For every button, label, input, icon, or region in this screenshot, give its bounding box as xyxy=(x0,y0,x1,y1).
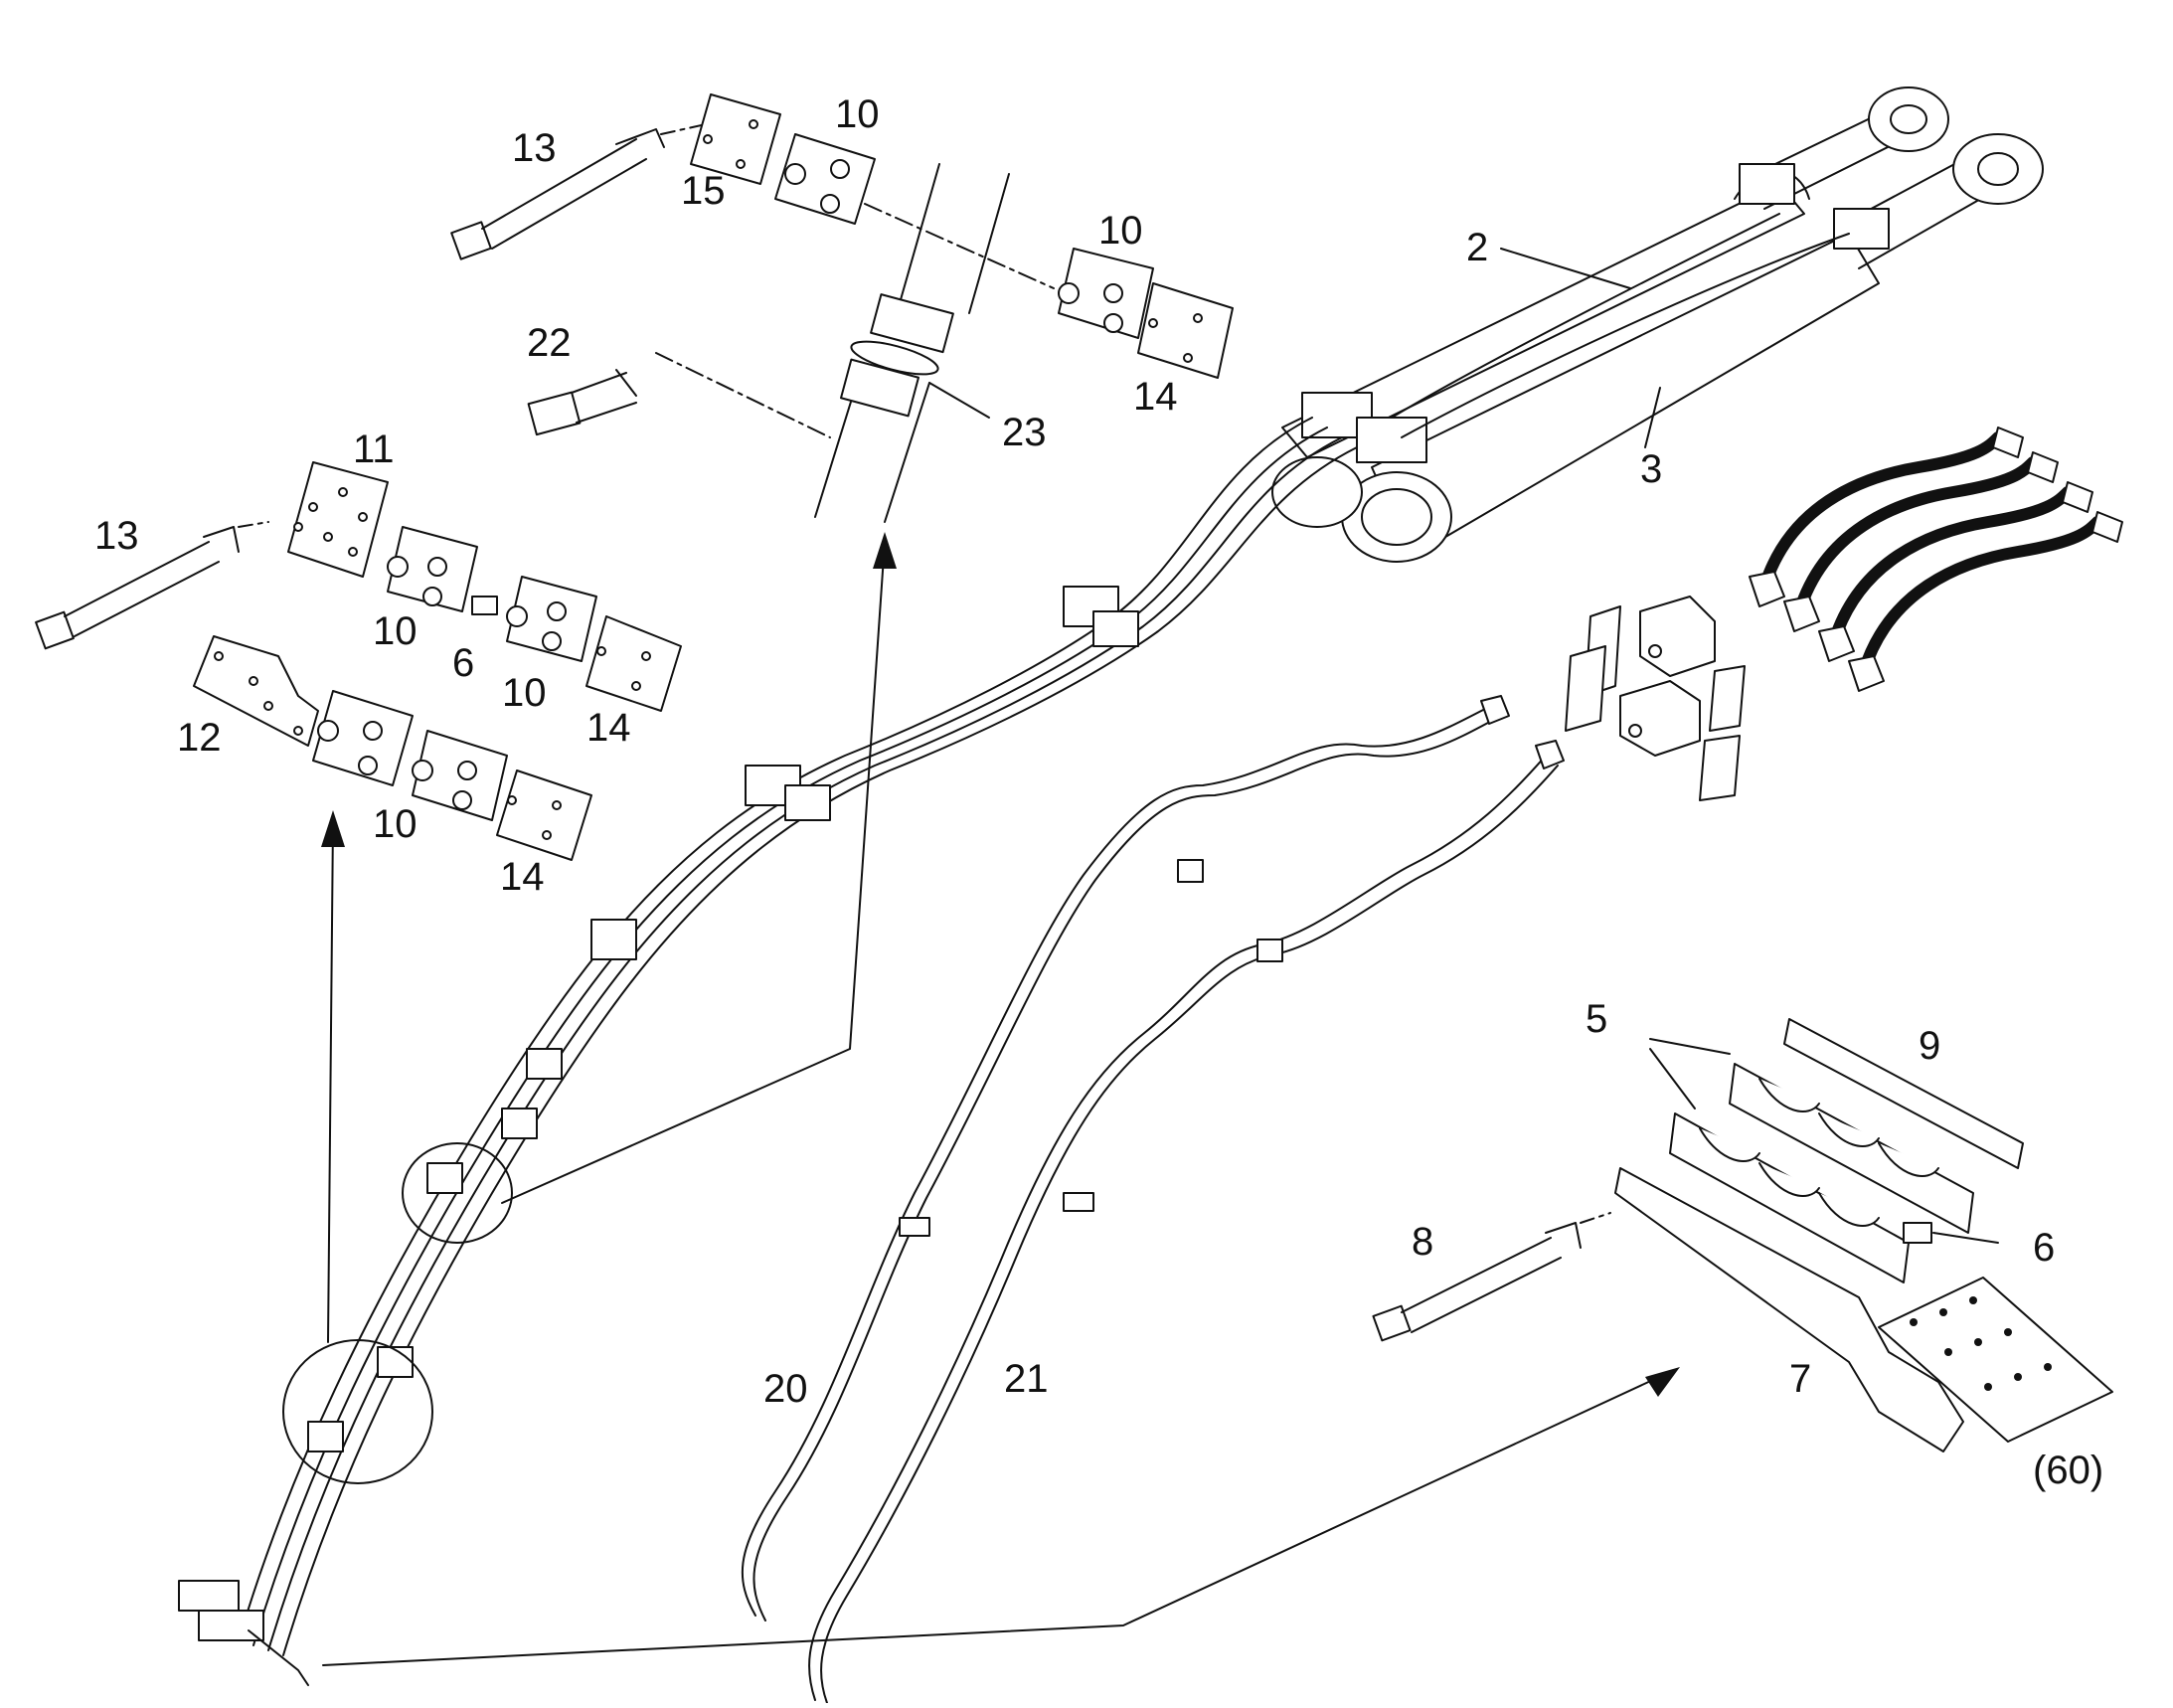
callout-8: 8 xyxy=(1412,1220,1433,1264)
callout-5: 5 xyxy=(1586,997,1607,1041)
clamp-10-upper-b xyxy=(1058,248,1154,339)
clamp-brackets xyxy=(1565,596,1746,801)
bolt-22 xyxy=(527,352,831,438)
pipe-20 xyxy=(741,695,1510,1622)
callout-10-left-a: 10 xyxy=(373,609,418,653)
callout-22: 22 xyxy=(527,321,572,365)
callout-labels: 2 3 5 6 6 7 8 9 10 10 10 10 10 11 12 13 … xyxy=(94,92,2103,1492)
callout-10-left-b: 10 xyxy=(502,671,547,715)
plate-14-left-b xyxy=(496,769,592,861)
callout-20: 20 xyxy=(763,1367,808,1411)
callout-9: 9 xyxy=(1919,1024,1940,1068)
plate-15 xyxy=(690,93,781,185)
plate-14-left-a xyxy=(585,615,682,712)
clamp-10-upper-a xyxy=(774,133,876,225)
clamp-strip-9 xyxy=(1783,1018,2024,1169)
detail-circle-lower xyxy=(282,1339,433,1484)
callout-10-left-c: 10 xyxy=(373,802,418,846)
plate-14-upper xyxy=(1137,282,1234,379)
cylinder-pipe xyxy=(1391,213,1780,419)
callout-10-upper-a: 10 xyxy=(835,92,880,136)
flexible-hoses xyxy=(1749,427,2123,692)
spacer-6-right xyxy=(1903,1222,1932,1244)
boom-pipe-bundle xyxy=(238,417,1358,1656)
callout-14-upper: 14 xyxy=(1133,375,1178,419)
detail-circle-upper xyxy=(402,1142,513,1244)
bolt-13-left xyxy=(35,521,269,650)
clamp-half-5-lower xyxy=(1669,1112,1910,1283)
clamp-10-left-c xyxy=(312,690,414,786)
pipe-detail-22-23 xyxy=(814,163,1010,523)
pipe-21 xyxy=(808,740,1565,1704)
callout-7: 7 xyxy=(1789,1357,1811,1401)
clamp-10-left-a xyxy=(387,526,478,612)
plate-12 xyxy=(193,635,319,747)
boom-pipe-clamps xyxy=(307,586,1139,1452)
clamp-10-left-d xyxy=(412,730,508,821)
bolt-13-upper xyxy=(450,123,707,260)
centerline xyxy=(864,203,1055,289)
callout-21: 21 xyxy=(1004,1357,1049,1401)
callout-14-left-b: 14 xyxy=(500,855,545,899)
leader-lines xyxy=(322,541,1671,1666)
clamp-plate-7 xyxy=(1614,1167,1964,1452)
callout-60: (60) xyxy=(2033,1449,2103,1492)
hydraulic-cylinder-3 xyxy=(1271,133,2044,563)
cylinder-valve-block xyxy=(1301,163,1890,463)
callout-6-right: 6 xyxy=(2033,1226,2055,1270)
callout-13-left: 13 xyxy=(94,514,139,558)
arrowheads xyxy=(321,532,1680,1397)
plate-11 xyxy=(287,461,389,578)
callout-10-upper-b: 10 xyxy=(1098,209,1143,253)
decal-60 xyxy=(1878,1277,2113,1443)
bolt-8 xyxy=(1372,1212,1611,1342)
callout-12: 12 xyxy=(177,716,222,760)
callout-3: 3 xyxy=(1640,447,1662,491)
spacer-6-left xyxy=(471,596,498,615)
clamp-10-left-b xyxy=(506,576,597,662)
clamp-half-5-upper xyxy=(1729,1063,1974,1234)
callout-15: 15 xyxy=(681,169,726,213)
callout-2: 2 xyxy=(1466,226,1488,269)
cylinder-pipe xyxy=(1401,233,1850,438)
callout-6-left: 6 xyxy=(452,641,474,685)
callout-leaders xyxy=(928,248,1999,1244)
callout-13-upper: 13 xyxy=(512,126,557,170)
callout-14-left-a: 14 xyxy=(586,706,631,750)
hydraulic-cylinder-2 xyxy=(1281,86,1949,458)
boom-base-fittings xyxy=(178,1580,309,1686)
callout-23: 23 xyxy=(1002,411,1047,454)
callout-11: 11 xyxy=(353,427,395,471)
